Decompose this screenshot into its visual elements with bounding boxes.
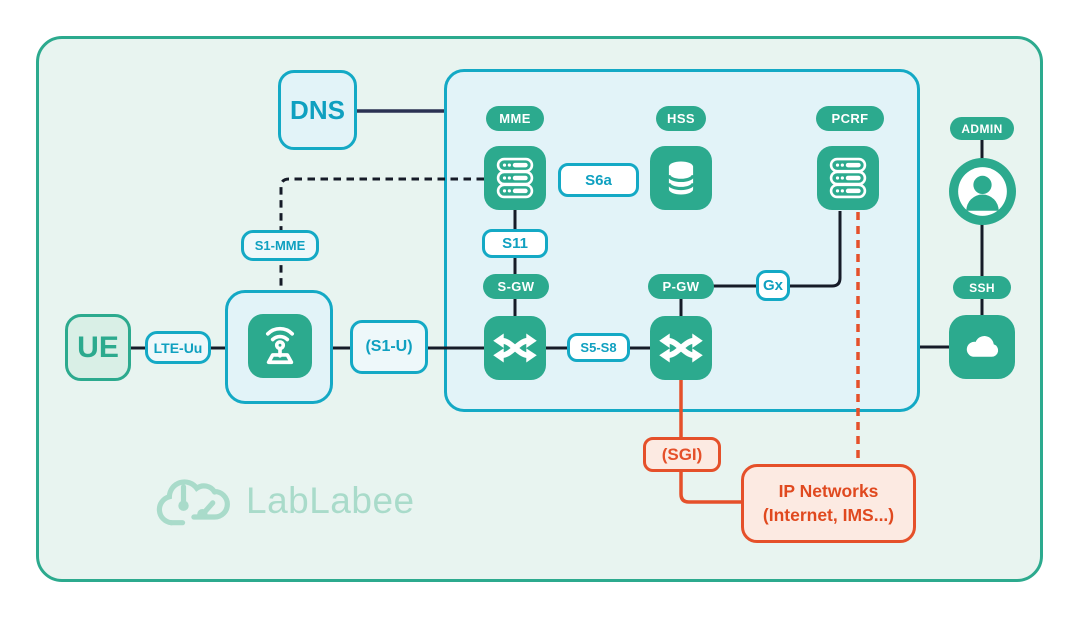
interface-lte-uu: LTE-Uu <box>145 331 211 364</box>
interface-gx: Gx <box>756 270 790 301</box>
interface-s5-s8: S5-S8 <box>567 333 630 362</box>
ue-label: UE <box>77 330 119 364</box>
mme-tile <box>484 146 546 210</box>
switch-icon <box>493 333 537 363</box>
lablabee-logo-text: LabLabee <box>246 480 415 521</box>
interface-s11: S11 <box>482 229 548 258</box>
interface-s6a: S6a <box>558 163 639 197</box>
switch-icon <box>659 333 703 363</box>
hss-pill: HSS <box>656 106 706 131</box>
lablabee-logo: LabLabee <box>152 466 452 536</box>
interface-s1-mme: S1-MME <box>241 230 319 261</box>
dns-label: DNS <box>290 94 345 125</box>
ip-networks-line2: (Internet, IMS...) <box>762 504 895 525</box>
database-icon <box>667 161 695 195</box>
pgw-pill: P-GW <box>648 274 714 299</box>
server-icon <box>829 157 867 199</box>
pcrf-pill: PCRF <box>816 106 884 131</box>
server-icon <box>496 157 534 199</box>
interface-sgi: (SGI) <box>643 437 721 472</box>
ue-box: UE <box>65 314 131 381</box>
pgw-tile <box>650 316 712 380</box>
sgw-tile <box>484 316 546 380</box>
antenna-icon <box>265 326 295 365</box>
ssh-cloud-tile <box>949 315 1015 379</box>
interface-s1-u: (S1-U) <box>350 320 428 374</box>
admin-avatar <box>949 158 1016 225</box>
enodeb-tile <box>248 314 312 378</box>
cloud-icon <box>966 336 999 357</box>
pcrf-tile <box>817 146 879 210</box>
mme-pill: MME <box>486 106 544 131</box>
ip-networks-line1: IP Networks <box>778 480 879 501</box>
ssh-pill: SSH <box>953 276 1011 299</box>
hss-tile <box>650 146 712 210</box>
sgw-pill: S-GW <box>483 274 549 299</box>
dns-box: DNS <box>278 70 357 150</box>
person-icon <box>949 158 1016 225</box>
ip-networks-box: IP Networks (Internet, IMS...) <box>741 464 916 543</box>
logo-cloud-icon <box>156 479 230 526</box>
admin-pill: ADMIN <box>950 117 1014 140</box>
